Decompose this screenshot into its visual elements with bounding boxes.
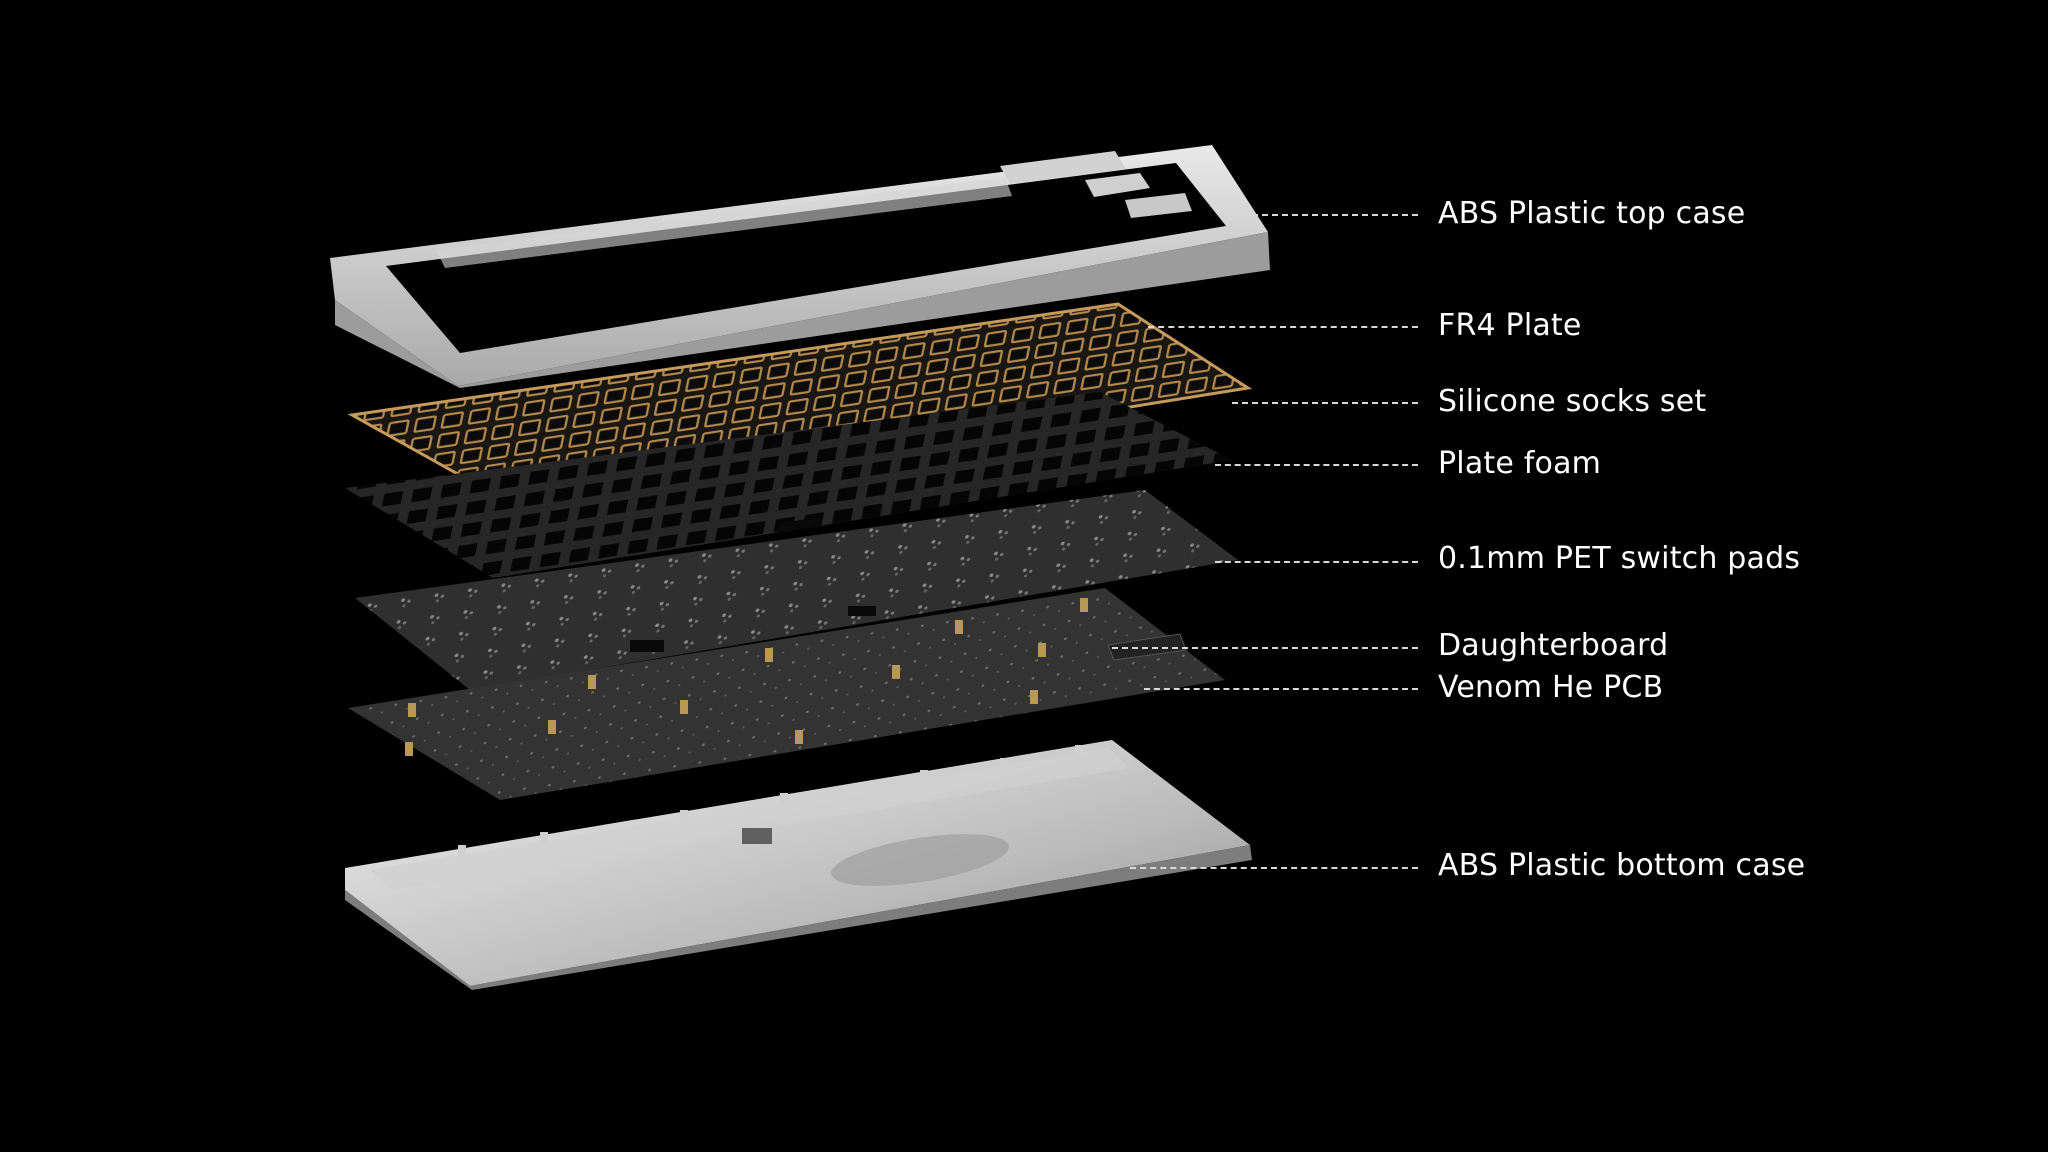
top-case-label: ABS Plastic top case [1438, 196, 1746, 231]
daughterboard-label: Daughterboard [1438, 628, 1669, 663]
pcb-leader-line [1144, 688, 1418, 690]
switch-pads-leader-line [1215, 561, 1418, 563]
plate-label: FR4 Plate [1438, 308, 1582, 343]
plate-foam-leader-line [1215, 464, 1418, 466]
plate-leader-line [1148, 326, 1418, 328]
socks-label: Silicone socks set [1438, 384, 1707, 419]
bottom-case-leader-line [1130, 867, 1418, 869]
socks-leader-line [1232, 402, 1418, 404]
bottom-case-label: ABS Plastic bottom case [1438, 848, 1806, 883]
bottom-case-shape [345, 740, 1252, 990]
daughterboard-leader-line [1112, 647, 1418, 649]
pcb-label: Venom He PCB [1438, 670, 1664, 705]
top-case-leader-line [1232, 214, 1418, 216]
pcb-shape [348, 588, 1225, 800]
plate-foam-label: Plate foam [1438, 446, 1602, 481]
plate-foam-shape [345, 392, 1232, 578]
switch-pads-label: 0.1mm PET switch pads [1438, 541, 1801, 576]
top-case-shape [330, 145, 1270, 388]
switch-pads-shape [355, 490, 1238, 690]
